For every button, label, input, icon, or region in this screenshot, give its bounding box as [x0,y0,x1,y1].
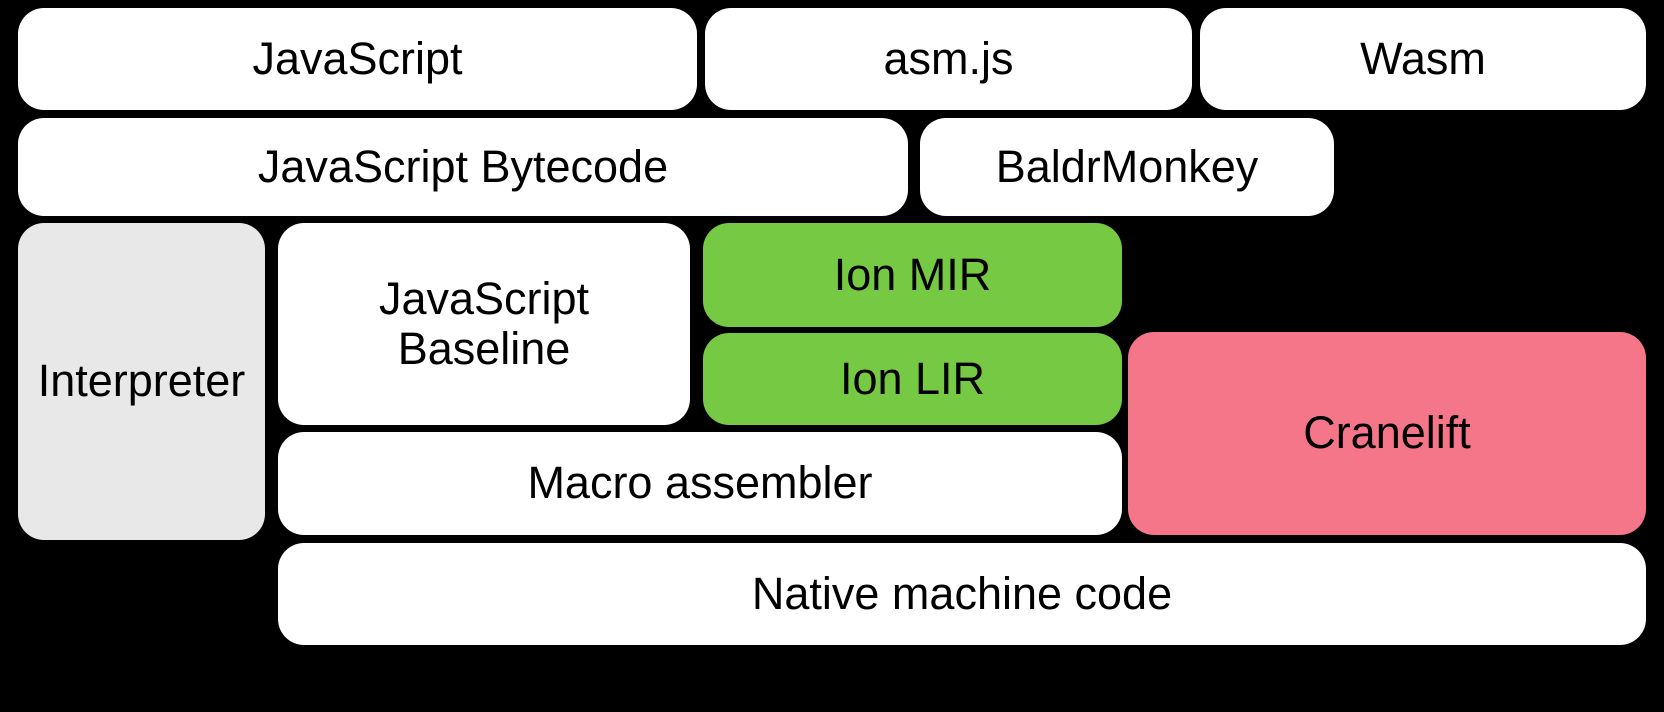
node-ion-mir: Ion MIR [703,223,1122,327]
node-wasm: Wasm [1200,8,1646,110]
node-interpreter: Interpreter [18,223,265,540]
node-native-machine-code: Native machine code [278,543,1646,645]
node-javascript: JavaScript [18,8,697,110]
node-baldrmonkey: BaldrMonkey [920,118,1334,216]
node-asm-js: asm.js [705,8,1192,110]
node-javascript-bytecode: JavaScript Bytecode [18,118,908,216]
node-ion-lir: Ion LIR [703,333,1122,425]
node-javascript-baseline: JavaScript Baseline [278,223,690,425]
node-cranelift: Cranelift [1128,332,1646,535]
node-macro-assembler: Macro assembler [278,432,1122,535]
